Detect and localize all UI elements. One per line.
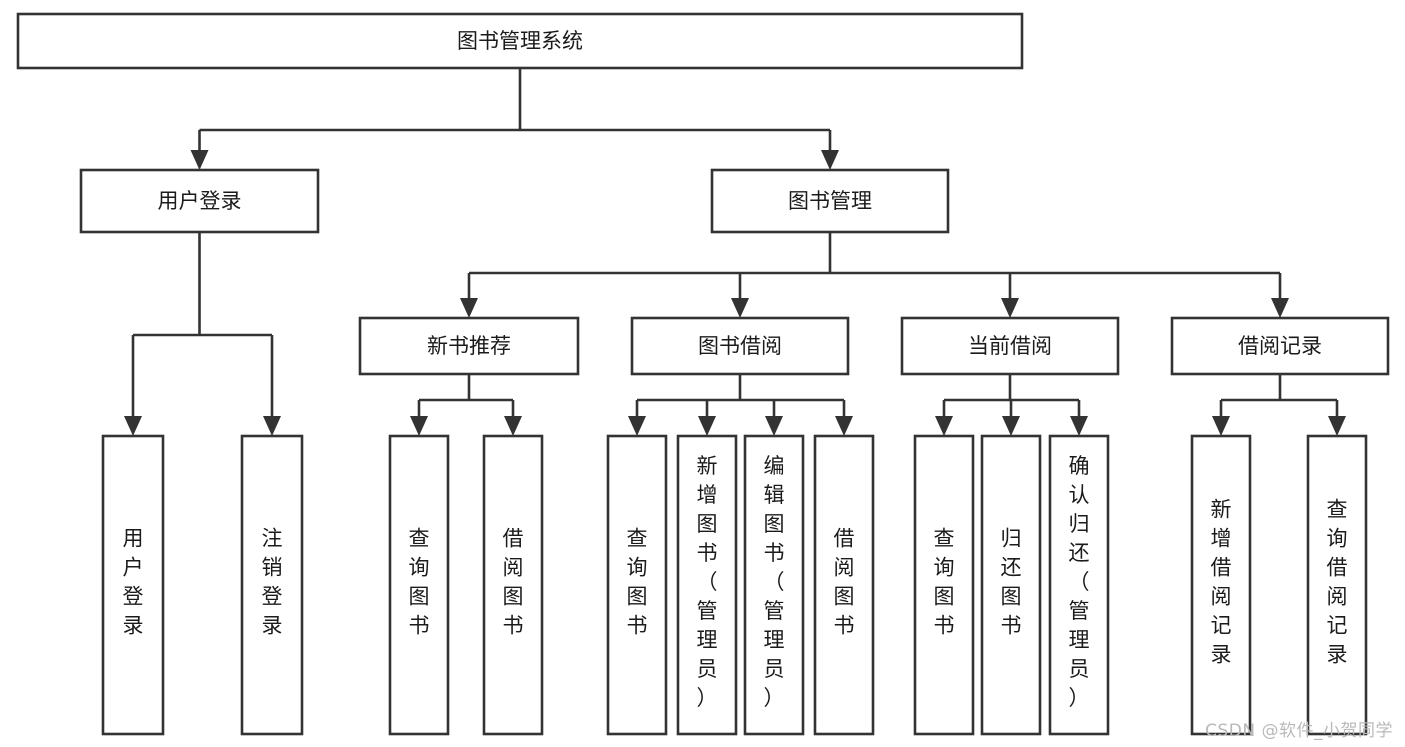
node-box [1048,434,1110,736]
arrow-head-icon [1070,416,1088,436]
node-leaf-leaf-add-book[interactable]: 新增图书（管理员） [676,434,738,736]
arrow-head-icon [190,150,209,170]
node-level2-book-manage[interactable]: 图书管理 [710,168,950,234]
node-label: 查询图书 [409,527,430,638]
node-layer: 图书管理系统用户登录图书管理新书推荐图书借阅当前借阅借阅记录用户登录注销登录查询… [16,12,1390,736]
connector-layer [124,68,1346,436]
node-leaf-leaf-query-record[interactable]: 查询借阅记录 [1306,434,1368,736]
node-level3-book-borrow[interactable]: 图书借阅 [630,316,850,376]
node-box [606,434,668,736]
arrow-head-icon [1328,416,1346,436]
node-label: 新书推荐 [427,334,511,358]
node-label: 图书管理系统 [457,29,583,53]
node-box [1306,434,1368,736]
arrow-head-icon [698,416,716,436]
node-box [79,168,320,234]
node-leaf-leaf-query-book-1[interactable]: 查询图书 [388,434,450,736]
node-label: 新增借阅记录 [1211,498,1232,667]
node-label: 归还图书 [1001,527,1022,638]
arrow-head-icon [460,298,478,318]
node-box [1170,316,1390,376]
watermark-label: CSDN @软件_小贺同学 [1205,721,1393,741]
node-box [482,434,544,736]
node-box [980,434,1042,736]
node-label: 用户登录 [158,189,242,213]
node-box [240,434,304,736]
node-box [630,316,850,376]
node-leaf-leaf-query-book-3[interactable]: 查询图书 [913,434,975,736]
node-label: 图书管理 [788,189,872,213]
arrow-head-icon [821,150,839,170]
arrow-head-icon [731,298,749,318]
node-box [1190,434,1252,736]
arrow-head-icon [1212,416,1230,436]
arrow-head-icon [410,416,428,436]
arrow-head-icon [263,416,281,436]
node-level2-user-login[interactable]: 用户登录 [79,168,320,234]
node-leaf-leaf-user-login[interactable]: 用户登录 [101,434,165,736]
node-label: 用户登录 [123,527,144,638]
node-leaf-leaf-edit-book[interactable]: 编辑图书（管理员） [743,434,805,736]
arrow-head-icon [1001,298,1019,318]
arrow-head-icon [504,416,522,436]
node-label: 借阅记录 [1238,334,1322,358]
arrow-head-icon [628,416,646,436]
node-label: 新增图书（管理员） [697,454,718,710]
node-label: 借阅图书 [834,527,855,638]
node-label: 借阅图书 [503,527,524,638]
node-label: 确认归还（管理员） [1069,454,1090,710]
node-box [900,316,1120,376]
node-level3-borrow-record[interactable]: 借阅记录 [1170,316,1390,376]
node-leaf-leaf-query-book-2[interactable]: 查询图书 [606,434,668,736]
node-label: 编辑图书（管理员） [764,454,785,710]
node-leaf-leaf-return-book[interactable]: 归还图书 [980,434,1042,736]
arrow-head-icon [1271,298,1289,318]
node-leaf-leaf-borrow-book-2[interactable]: 借阅图书 [813,434,875,736]
arrow-head-icon [124,416,142,436]
node-root[interactable]: 图书管理系统 [16,12,1024,70]
node-box [358,316,580,376]
node-box [913,434,975,736]
node-label: 图书借阅 [698,334,782,358]
node-label: 查询图书 [627,527,648,638]
node-box [101,434,165,736]
node-box [16,12,1024,70]
arrow-head-icon [1002,416,1020,436]
node-box [710,168,950,234]
node-label: 注销登录 [262,527,283,638]
node-leaf-leaf-logout[interactable]: 注销登录 [240,434,304,736]
node-label: 当前借阅 [968,334,1052,358]
node-leaf-leaf-confirm-return[interactable]: 确认归还（管理员） [1048,434,1110,736]
node-box [813,434,875,736]
node-leaf-leaf-borrow-book-1[interactable]: 借阅图书 [482,434,544,736]
arrow-head-icon [835,416,853,436]
node-level3-new-book-rec[interactable]: 新书推荐 [358,316,580,376]
arrow-head-icon [765,416,783,436]
node-label: 查询借阅记录 [1327,498,1348,667]
node-box [743,434,805,736]
node-label: 查询图书 [934,527,955,638]
node-box [388,434,450,736]
node-box [676,434,738,736]
node-level3-current-borrow[interactable]: 当前借阅 [900,316,1120,376]
node-leaf-leaf-add-record[interactable]: 新增借阅记录 [1190,434,1252,736]
arrow-head-icon [935,416,953,436]
